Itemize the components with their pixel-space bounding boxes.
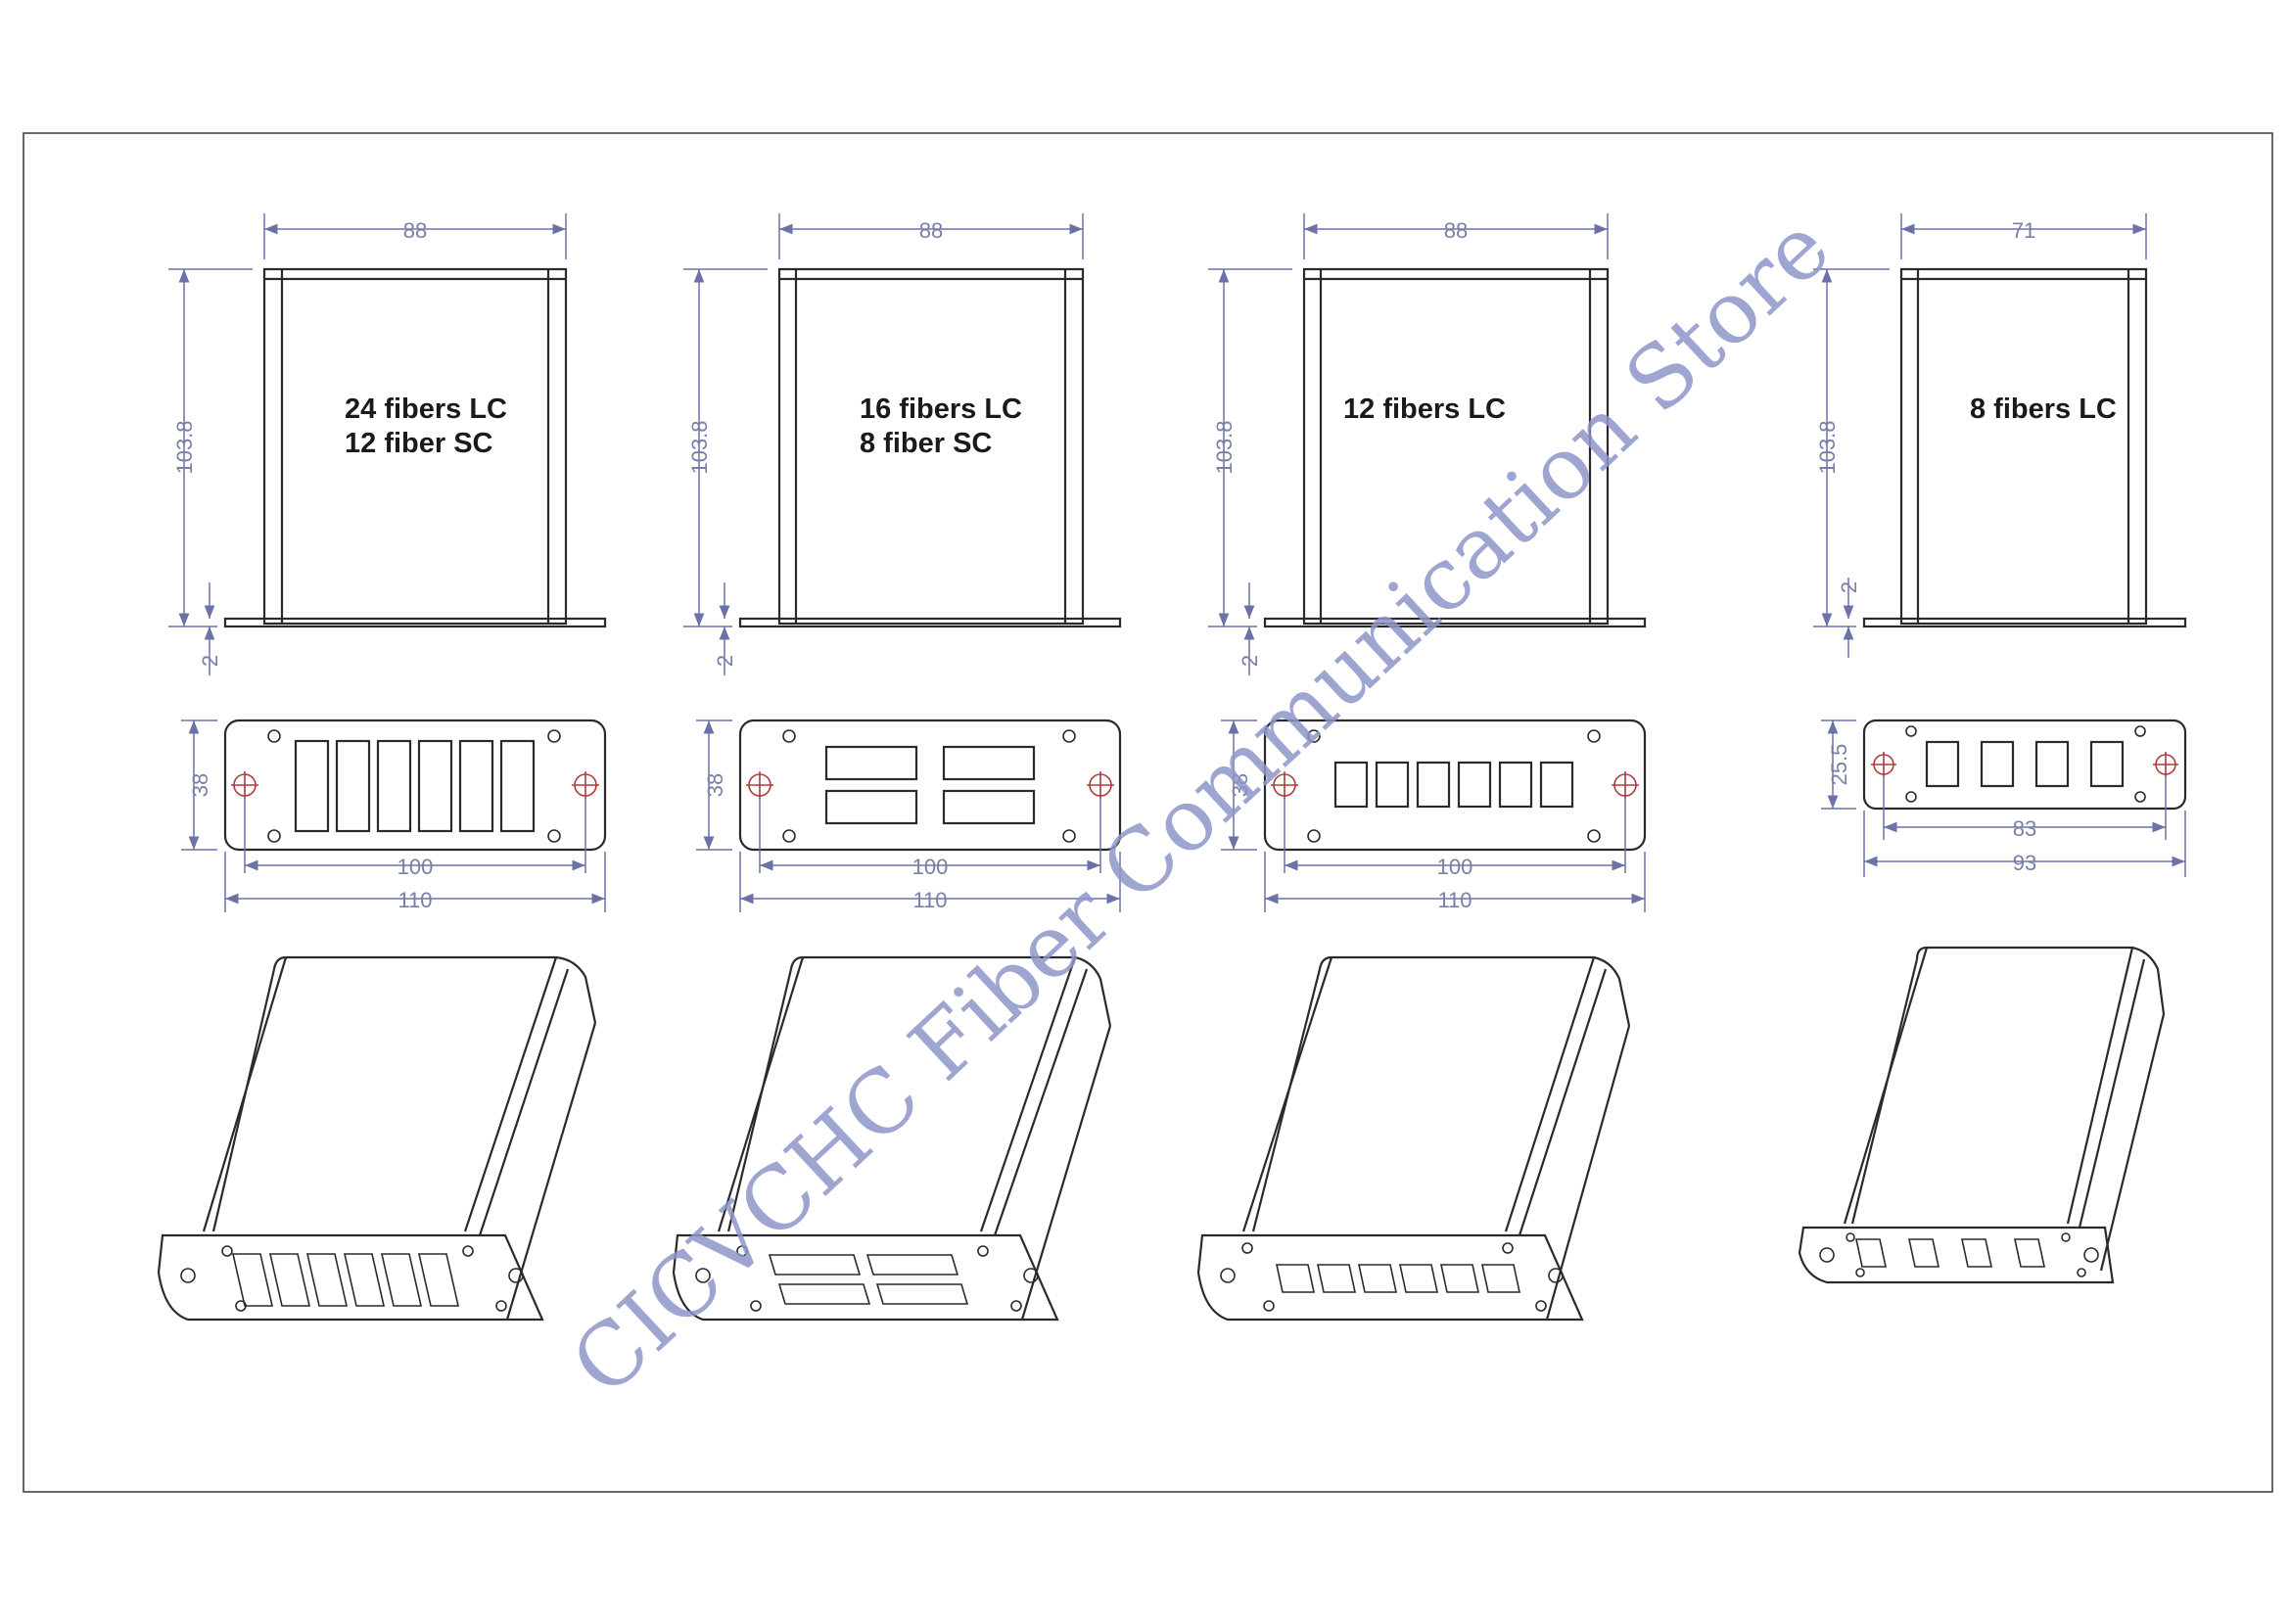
unit-2: 16 fibers LC 8 fiber SC 88 103.8 2 38: [672, 213, 1122, 1322]
unit-3-panel-height-dim: 38: [1228, 773, 1252, 797]
unit-2-label-line-2: 8 fiber SC: [860, 428, 992, 459]
unit-1-label-line-1: 24 fibers LC: [345, 394, 507, 425]
unit-1-height-dim: 103.8: [172, 420, 197, 474]
unit-4-isometric-view: [1798, 946, 2166, 1284]
unit-3-hole-spacing-dim: 100: [1437, 855, 1473, 879]
unit-1-panel-height-dim: 38: [188, 773, 212, 797]
unit-2-panel-view: [738, 719, 1122, 852]
unit-1-width-dim: 88: [403, 218, 427, 243]
unit-1-hole-spacing-dim: 100: [397, 855, 434, 879]
unit-1-front-view: 24 fibers LC 12 fiber SC: [223, 267, 607, 628]
unit-2-width-dim: 88: [919, 218, 943, 243]
unit-2-panel-width-dim: 110: [912, 888, 947, 912]
unit-3: 12 fibers LC 88 103.8 2 38: [1196, 213, 1647, 1322]
unit-4-label-line-1: 8 fibers LC: [1970, 394, 2117, 425]
unit-2-front-view: 16 fibers LC 8 fiber SC: [738, 267, 1122, 628]
unit-2-base-dim: 2: [713, 655, 737, 667]
unit-3-label-line-1: 12 fibers LC: [1343, 394, 1506, 425]
unit-4-front-view: 8 fibers LC: [1862, 267, 2187, 628]
unit-1-isometric-view: [157, 955, 597, 1322]
unit-4-hole-spacing-dim: 83: [2013, 816, 2036, 841]
unit-3-height-dim: 103.8: [1212, 420, 1237, 474]
unit-1: 24 fibers LC 12 fiber SC 88 103.8 2: [157, 213, 607, 1322]
unit-3-panel-view: [1263, 719, 1647, 852]
watermark-text: CICVCHC Fiber Communication Store: [552, 197, 1848, 1415]
unit-3-width-dim: 88: [1444, 218, 1468, 243]
unit-1-label-line-2: 12 fiber SC: [345, 428, 493, 459]
unit-4-panel-width-dim: 93: [2013, 851, 2036, 875]
unit-2-isometric-view: [672, 955, 1112, 1322]
unit-2-panel-height-dim: 38: [703, 773, 727, 797]
unit-4-panel-height-dim: 25.5: [1827, 744, 1851, 786]
unit-1-base-dim: 2: [198, 655, 222, 667]
unit-4-panel-view: [1862, 719, 2187, 811]
unit-3-panel-width-dim: 110: [1437, 888, 1472, 912]
unit-3-base-dim: 2: [1238, 655, 1262, 667]
unit-2-label-line-1: 16 fibers LC: [860, 394, 1022, 425]
unit-1-panel-view: [223, 719, 607, 852]
sheet-frame: [23, 132, 2273, 1493]
unit-1-panel-width-dim: 110: [397, 888, 432, 912]
unit-3-front-view: 12 fibers LC: [1263, 267, 1647, 628]
unit-4-height-dim: 103.8: [1815, 420, 1840, 474]
unit-3-isometric-view: [1196, 955, 1631, 1322]
unit-4-base-dim: 2: [1837, 581, 1861, 593]
unit-4-width-dim: 71: [2012, 218, 2035, 243]
unit-4: 8 fibers LC 71 103.8 2 25.5 83: [1798, 213, 2187, 1284]
unit-2-height-dim: 103.8: [687, 420, 712, 474]
unit-2-hole-spacing-dim: 100: [912, 855, 949, 879]
